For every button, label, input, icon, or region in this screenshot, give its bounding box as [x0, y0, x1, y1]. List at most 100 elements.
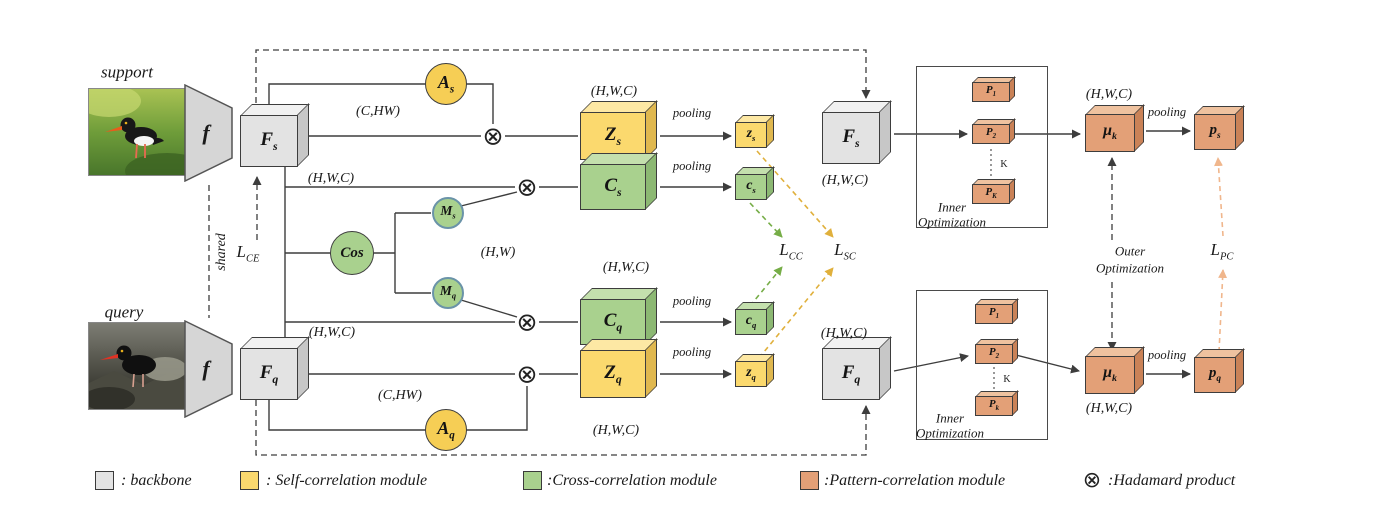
- pattern-muk-box-top: μk: [1085, 114, 1135, 152]
- mask-Mq-circle: Mq: [432, 277, 464, 309]
- hadamard-icon: ⊗: [482, 121, 504, 151]
- cq-box-label: Cq: [603, 309, 623, 334]
- feature-box-fs-left: Fs: [240, 115, 298, 167]
- ms-label: Ms: [440, 203, 456, 222]
- legend-cross-corr-swatch: [523, 471, 542, 490]
- pattern-P2-box-bottom: P2: [975, 344, 1013, 364]
- ps-label: ps: [1209, 121, 1221, 141]
- pooled-cq-box: cq: [735, 309, 767, 335]
- backbone-trapezoid-support: [184, 84, 233, 182]
- cos-label: Cos: [340, 244, 364, 261]
- dim-hwc-fq: (H,W,C): [308, 325, 356, 340]
- legend-backbone-swatch: [95, 471, 114, 490]
- p2-label: P2: [985, 126, 997, 141]
- pooling-label-cs: pooling: [672, 158, 712, 173]
- cq-label: cq: [745, 313, 757, 331]
- k-count-label-bottom: K: [1003, 374, 1011, 385]
- backbone-f-support-label: f: [202, 120, 210, 145]
- legend-backbone-label: : backbone: [121, 472, 192, 489]
- loss-cc-label: LCC: [779, 240, 803, 263]
- support-image: [88, 88, 188, 176]
- pattern-PK-box-top: PK: [972, 184, 1010, 204]
- support-label: support: [101, 62, 153, 82]
- mask-Ms-circle: Ms: [432, 197, 464, 229]
- pooling-label-zq: pooling: [672, 344, 712, 359]
- pattern-P1-box-bottom: P1: [975, 304, 1013, 324]
- query-label: query: [104, 302, 144, 322]
- backbone-trapezoid-query: [184, 320, 233, 418]
- pattern-Pk-box-bottom: Pk: [975, 396, 1013, 416]
- as-label: As: [437, 71, 455, 96]
- legend-hadamard-label: :Hadamard product: [1108, 472, 1236, 489]
- zs-box-label: Zs: [604, 123, 622, 148]
- self-correlation-Zs-box: Zs: [580, 112, 646, 160]
- dim-chw-query: (C,HW): [378, 388, 422, 403]
- backbone-f-query-label: f: [202, 356, 210, 381]
- zq-label: zq: [746, 365, 756, 383]
- pattern-P2-box-top: P2: [972, 124, 1010, 144]
- dim-hwc-cboxes: (H,W,C): [602, 260, 650, 275]
- hadamard-icon: ⊗: [516, 307, 538, 337]
- pooling-label-zs: pooling: [672, 105, 712, 120]
- feature-box-fq-left: Fq: [240, 348, 298, 400]
- outer-optimization-label-2: Optimization: [1096, 260, 1164, 276]
- loss-sc-label: LSC: [834, 240, 856, 263]
- zq-box-label: Zq: [604, 361, 622, 386]
- cosine-similarity-circle: Cos: [330, 231, 374, 275]
- mq-label: Mq: [439, 283, 457, 302]
- muk-bottom-label: μk: [1103, 364, 1117, 385]
- query-image: [88, 322, 188, 410]
- hadamard-icon: ⊗: [516, 172, 538, 202]
- feature-box-fq-right: Fq: [822, 348, 880, 400]
- dim-chw-support: (C,HW): [356, 104, 400, 119]
- shared-label: shared: [214, 233, 229, 271]
- loss-ce-label: LCE: [236, 242, 260, 265]
- fq-left-label: Fq: [259, 361, 279, 386]
- legend-hadamard-icon: ⊗: [1082, 468, 1102, 493]
- p1-label: P1: [988, 306, 1000, 321]
- dim-hw-masks: (H,W): [480, 245, 516, 260]
- feature-box-fs-right: Fs: [822, 112, 880, 164]
- fs-left-label: Fs: [260, 128, 278, 153]
- attention-Aq-circle: Aq: [425, 409, 467, 451]
- pattern-muk-box-bottom: μk: [1085, 356, 1135, 394]
- loss-pc-label: LPC: [1210, 240, 1234, 263]
- muk-top-label: μk: [1103, 122, 1117, 143]
- dim-hwc-zs: (H,W,C): [590, 84, 638, 99]
- aq-label: Aq: [437, 417, 455, 442]
- dim-hwc-muk-bottom: (H,W,C): [1085, 401, 1133, 416]
- pooling-label-cq: pooling: [672, 293, 712, 308]
- cs-label: cs: [746, 178, 756, 196]
- dim-hwc-fs: (H,W,C): [307, 171, 355, 186]
- pooled-zq-box: zq: [735, 361, 767, 387]
- dim-hwc-muk-top: (H,W,C): [1085, 87, 1133, 102]
- pooled-cs-box: cs: [735, 174, 767, 200]
- pooled-ps-box: ps: [1194, 114, 1236, 150]
- pk-top-label: PK: [985, 186, 997, 201]
- hadamard-icon: ⊗: [516, 359, 538, 389]
- dim-hwc-fs-right: (H,W,C): [821, 173, 869, 188]
- legend-self-corr-label: : Self-correlation module: [266, 472, 428, 489]
- cross-correlation-Cq-box: Cq: [580, 299, 646, 345]
- inner-optimization-label-bottom-1: Inner: [935, 410, 965, 426]
- pq-label: pq: [1208, 364, 1222, 384]
- inner-optimization-box-top: [916, 66, 1048, 228]
- pattern-P1-box-top: P1: [972, 82, 1010, 102]
- legend-pattern-corr-label: :Pattern-correlation module: [824, 472, 1006, 489]
- legend-self-corr-swatch: [240, 471, 259, 490]
- cross-correlation-Cs-box: Cs: [580, 164, 646, 210]
- legend-pattern-corr-swatch: [800, 471, 819, 490]
- fs-right-label: Fs: [842, 125, 860, 150]
- pooling-label-pq: pooling: [1147, 347, 1187, 362]
- inner-optimization-label-top-1: Inner: [937, 199, 967, 215]
- self-correlation-Zq-box: Zq: [580, 350, 646, 398]
- solid-connectors: [268, 83, 1191, 431]
- attention-As-circle: As: [425, 63, 467, 105]
- dim-hwc-fq-right: (H,W,C): [820, 326, 868, 341]
- legend-cross-corr-label: :Cross-correlation module: [547, 472, 717, 489]
- pooling-label-ps: pooling: [1147, 104, 1187, 119]
- outer-optimization-label-1: Outer: [1114, 243, 1146, 259]
- inner-optimization-label-bottom-2: Optimization: [916, 425, 984, 441]
- pooled-pq-box: pq: [1194, 357, 1236, 393]
